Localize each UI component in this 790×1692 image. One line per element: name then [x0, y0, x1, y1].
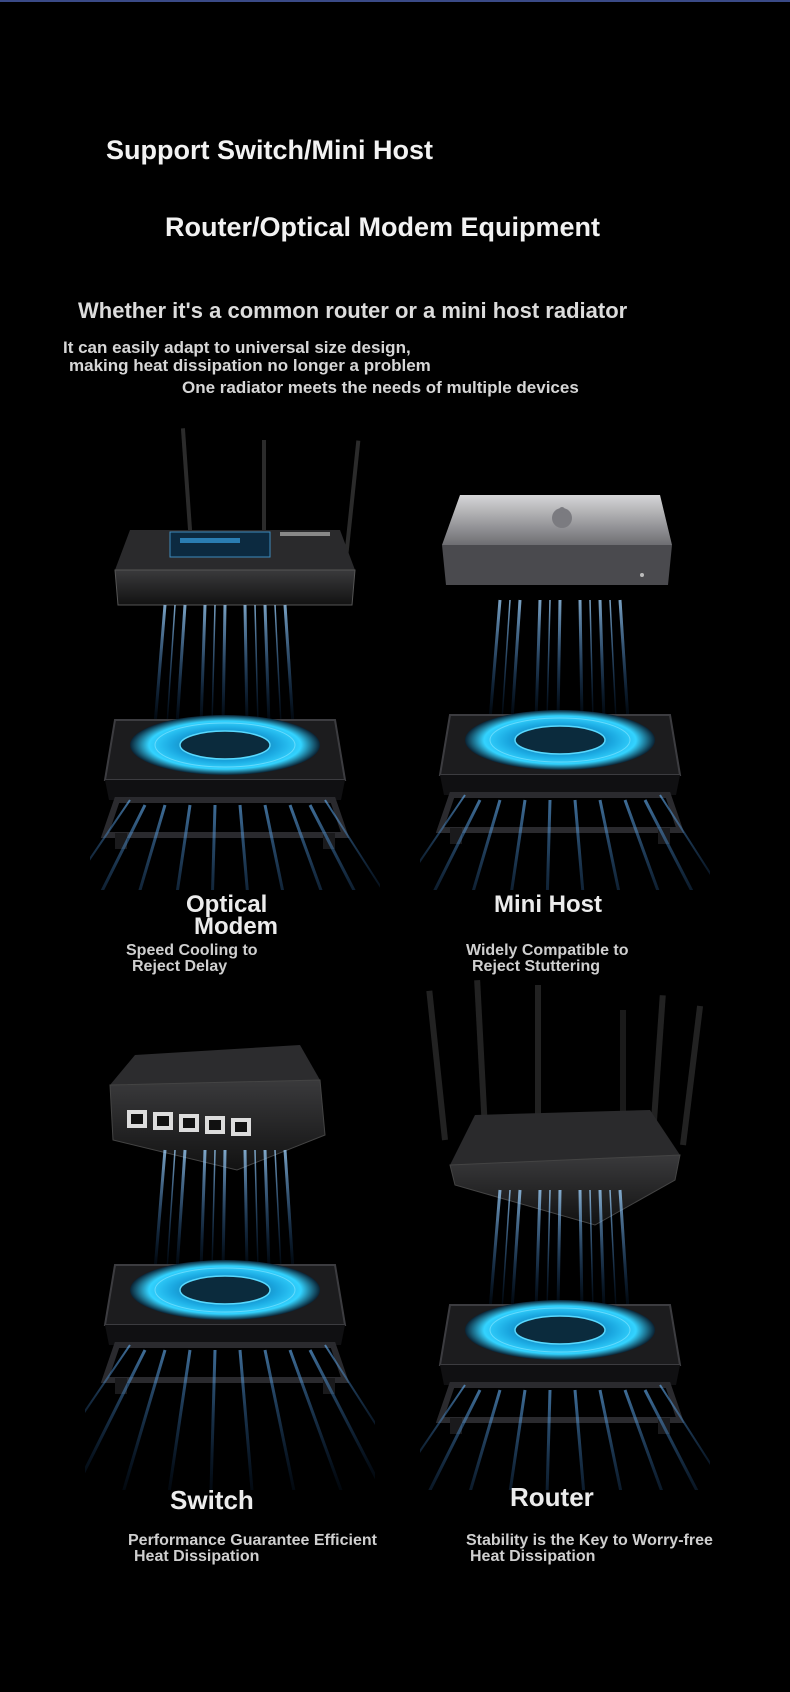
device-desc-router-line-2: Heat Dissipation [470, 1548, 596, 1565]
description-line-2: making heat dissipation no longer a prob… [69, 356, 431, 375]
router-icon [426, 980, 704, 1226]
subtitle: Whether it's a common router or a mini h… [78, 298, 628, 323]
description-line-3: One radiator meets the needs of multiple… [182, 378, 579, 397]
switch-icon [109, 1045, 326, 1171]
device-desc-router-line-1: Stability is the Key to Worry-free [466, 1532, 713, 1549]
device-desc-optical-modem-line-2: Reject Delay [132, 958, 228, 975]
device-desc-switch-line-2: Heat Dissipation [134, 1548, 260, 1565]
device-title-optical-modem-line-1: Optical [186, 891, 268, 918]
heading-line-1: Support Switch/Mini Host [106, 135, 433, 165]
device-desc-optical-modem-line-1: Speed Cooling to [126, 942, 258, 959]
device-title-optical-modem-line-2: Modem [194, 913, 278, 940]
device-title-mini-host: Mini Host [494, 891, 602, 918]
optical-modem-icon [114, 428, 361, 606]
switch-illustration [85, 1040, 375, 1490]
device-title-switch: Switch [170, 1485, 254, 1515]
router-illustration [420, 980, 710, 1490]
heading-line-2: Router/Optical Modem Equipment [165, 212, 601, 242]
description-line-1: It can easily adapt to universal size de… [63, 338, 411, 357]
mini-host-illustration [420, 470, 710, 890]
device-desc-mini-host-line-1: Widely Compatible to [466, 942, 629, 959]
device-desc-switch-line-1: Performance Guarantee Efficient [128, 1532, 377, 1549]
device-desc-mini-host-line-2: Reject Stuttering [472, 958, 601, 975]
mini-host-icon [442, 495, 672, 585]
device-title-router: Router [510, 1482, 594, 1512]
top-border [0, 0, 790, 2]
optical-modem-illustration [90, 420, 380, 890]
